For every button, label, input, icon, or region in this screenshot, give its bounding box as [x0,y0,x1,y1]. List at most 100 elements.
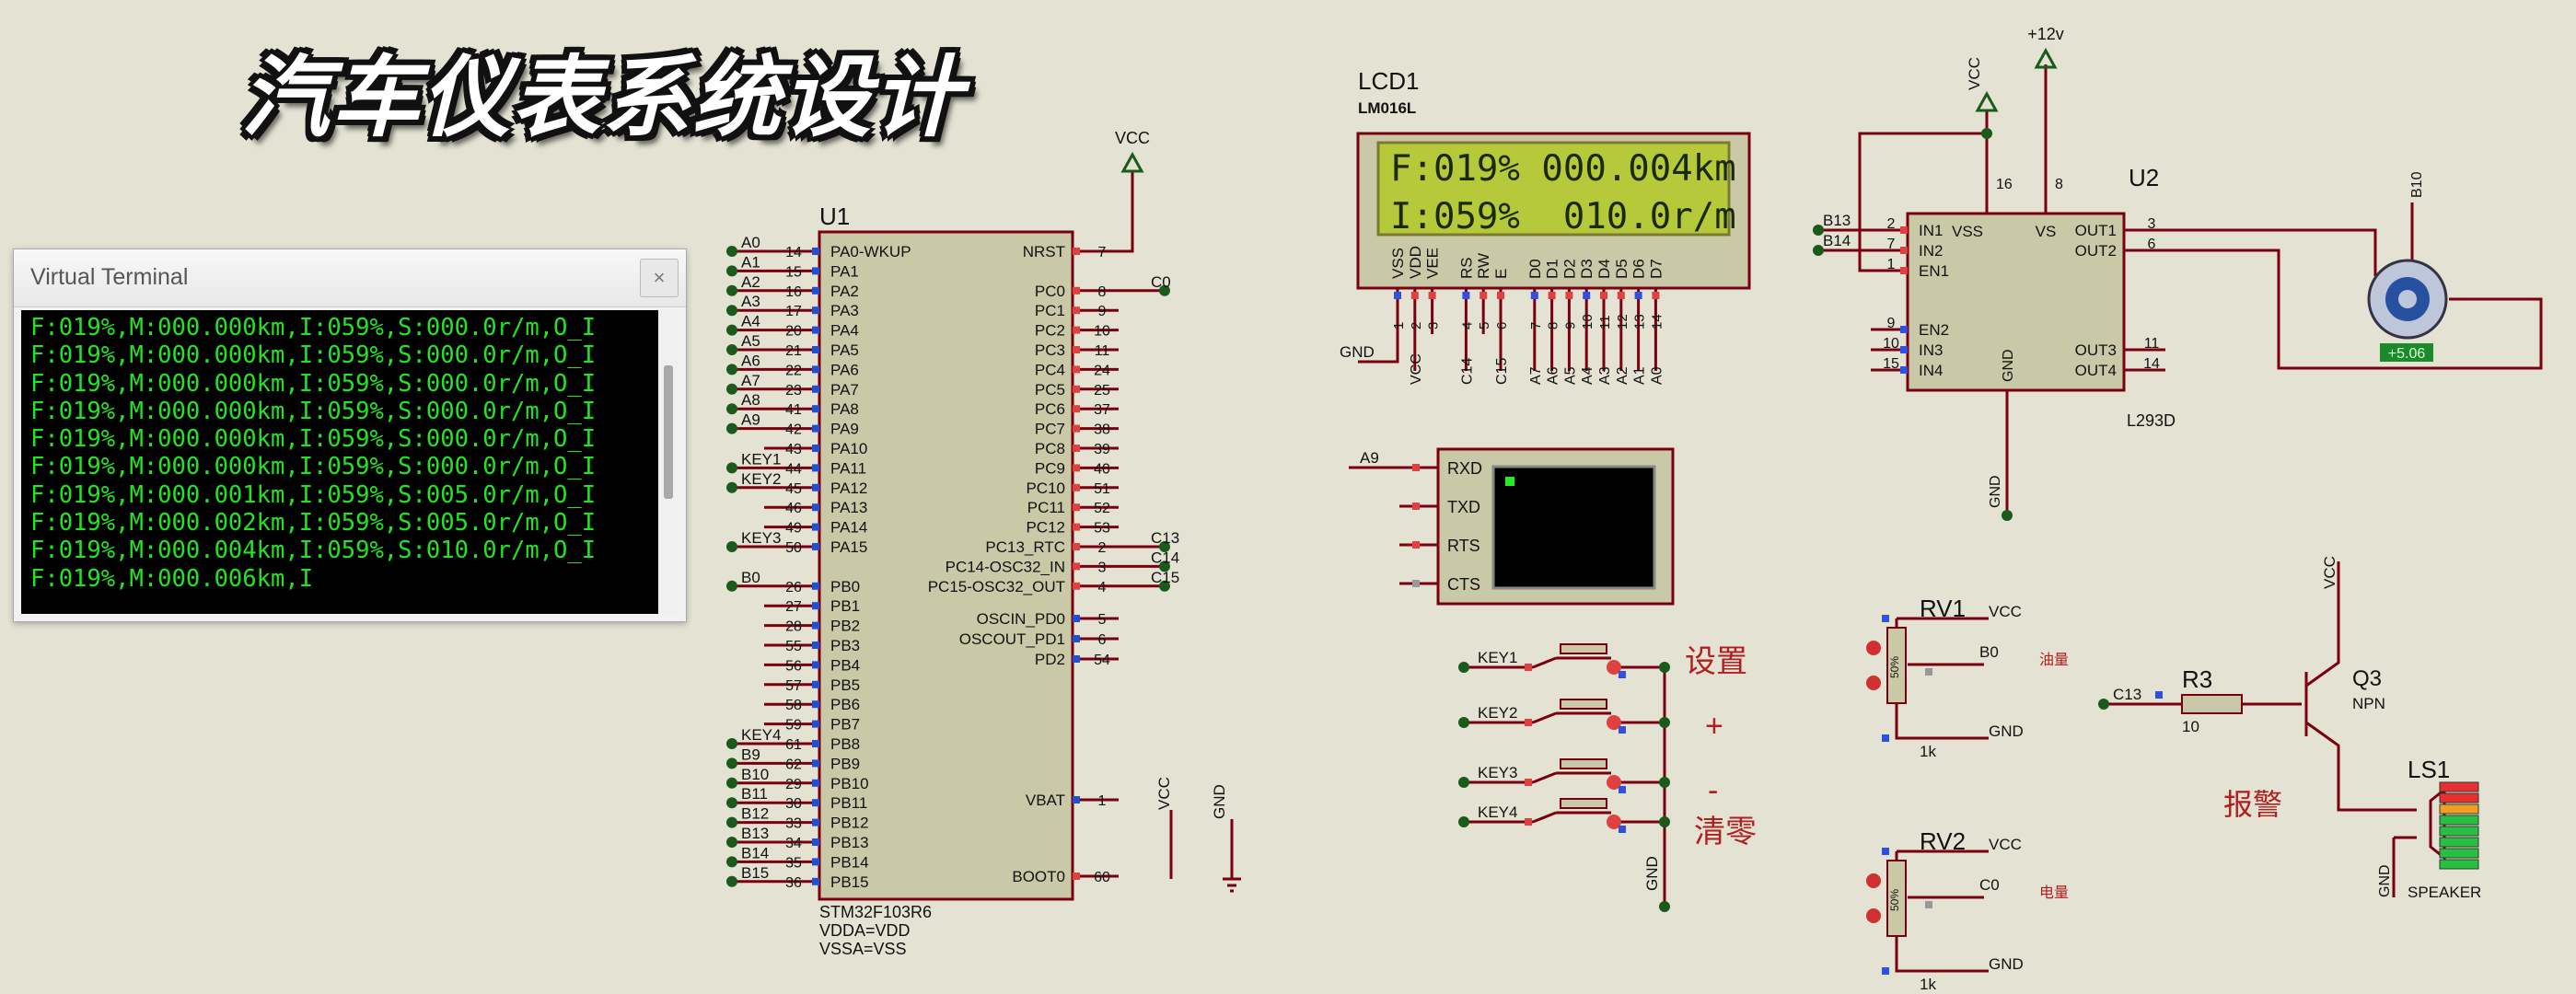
potentiometer-setting: 50% [1888,656,1901,678]
push-button[interactable] [1560,798,1607,809]
vcc-label: VCC [2321,556,2338,589]
potentiometer-setting: 50% [1888,889,1901,911]
speaker-part: SPEAKER [2408,884,2481,901]
pin-state-marker [1525,779,1532,786]
driver-pin-name: GND [2001,349,2016,382]
mcu-pin-name: PC2 [1035,322,1065,340]
terminal-scrollbar-thumb[interactable] [664,365,673,499]
driver-pin-name: IN1 [1919,222,1943,239]
pin-state-marker [1548,292,1556,299]
mcu-body[interactable] [818,230,1074,901]
lcd-pin-name: D1 [1544,259,1561,279]
pin-state-marker [1619,826,1626,833]
pin-state-marker [812,740,819,747]
mcu-ref: U1 [819,202,850,230]
mcu-pin-name: PA6 [830,361,859,378]
pin-state-marker [812,582,819,590]
junction-dot [726,816,737,828]
mcu-pin-number: 16 [785,284,802,300]
push-button[interactable] [1560,758,1607,769]
mcu-pin-number: 60 [1094,870,1110,885]
mcu-pin-number: 11 [1095,343,1110,359]
junction-dot [1458,816,1469,827]
mcu-pin-number: 24 [1094,363,1110,378]
pin-state-marker [1073,286,1080,295]
pin-state-marker [1525,719,1532,726]
potentiometer-body[interactable] [1886,860,1907,937]
terminal-line: F:019%,M:000.006km,I [30,564,314,593]
mcu-pin-number: 27 [785,599,802,615]
pin-state-marker [1073,405,1080,413]
pin-state-marker [812,641,819,649]
mcu-pin-name: PC3 [1035,341,1065,359]
junction-dot [726,837,737,848]
pin-state-marker [812,503,819,512]
net-label: B12 [741,805,769,823]
pin-state-marker [812,523,819,531]
terminal-scrollbar[interactable] [658,310,679,614]
pin-state-marker [1073,562,1080,571]
mcu-pin-number: 56 [785,658,802,674]
driver-pin-name: VS [2036,223,2057,240]
pin-state-marker [1530,292,1538,299]
lcd-pin-name: D5 [1613,259,1630,279]
speaker-level-bar [2439,837,2479,848]
pin-state-marker [812,818,819,826]
pin-state-marker [1617,292,1625,299]
pin-state-marker [1412,541,1420,549]
pin-state-marker [812,365,819,374]
mcu-pin-name: PA1 [830,262,859,280]
gnd-wire [1895,715,1989,740]
net-label: C13 [1151,529,1179,547]
net-label: C15 [1494,358,1510,385]
close-icon[interactable]: × [640,259,679,297]
push-button[interactable] [1560,643,1607,654]
pot-adjust-down-button[interactable] [1866,676,1881,690]
driver-pin-name: IN3 [1919,341,1943,359]
vcc-label: VCC [1155,777,1173,810]
virtual-terminal-output[interactable]: F:019%,M:000.000km,I:059%,S:000.0r/m,O_I… [21,310,658,614]
pin-state-marker [1925,668,1932,676]
pin-state-marker [1525,664,1532,671]
pin-state-marker [812,385,819,393]
pot-adjust-up-button[interactable] [1866,641,1881,655]
mcu-pin-name: PC11 [1027,499,1065,516]
mcu-pin-number: 3 [1098,560,1107,575]
lcd-pin-number: 4 [1459,322,1475,329]
junction-dot [1159,541,1170,552]
speaker-ref: LS1 [2408,756,2450,783]
pin-state-marker [1073,873,1080,880]
pot-adjust-up-button[interactable] [1866,873,1881,888]
mcu-note: VDDA=VDD [819,921,911,940]
mcu-pin-name: PA4 [830,322,859,340]
net-label: B11 [741,785,768,803]
potentiometer-body[interactable] [1886,627,1907,704]
driver-pin-name: IN4 [1919,362,1943,379]
gnd-label: GND [1211,784,1228,819]
virtual-terminal-window[interactable]: Virtual Terminal × F:019%,M:000.000km,I:… [13,248,687,622]
resistor-body[interactable] [2181,694,2243,714]
driver-pin-number: 15 [1883,356,1899,372]
mcu-pin-name: PA2 [830,283,859,300]
pin-state-marker [1925,901,1932,908]
net-label: A1 [741,253,760,271]
mcu-pin-number: 40 [1094,461,1110,477]
virtual-terminal-titlebar[interactable]: Virtual Terminal × [14,249,686,307]
pin-state-marker [812,877,819,885]
net-label: A7 [741,372,760,389]
speaker-icon[interactable] [2417,801,2431,847]
motor-driver-body[interactable] [1906,212,2126,392]
alarm-label: 报警 [2223,788,2282,821]
push-button[interactable] [1560,699,1607,710]
driver-pin-number: 11 [2144,336,2160,352]
mcu-pin-number: 5 [1098,612,1107,628]
pin-state-marker [812,602,819,610]
terminal-line: F:019%,M:000.000km,I:059%,S:000.0r/m,O_I [30,369,597,398]
pot-adjust-down-button[interactable] [1866,908,1881,923]
driver-pin-name: EN1 [1919,262,1949,280]
net-label: A4 [1580,366,1595,385]
net-label: KEY4 [1478,803,1517,821]
pin-state-marker [1073,365,1080,374]
transistor-collector [2305,575,2340,688]
